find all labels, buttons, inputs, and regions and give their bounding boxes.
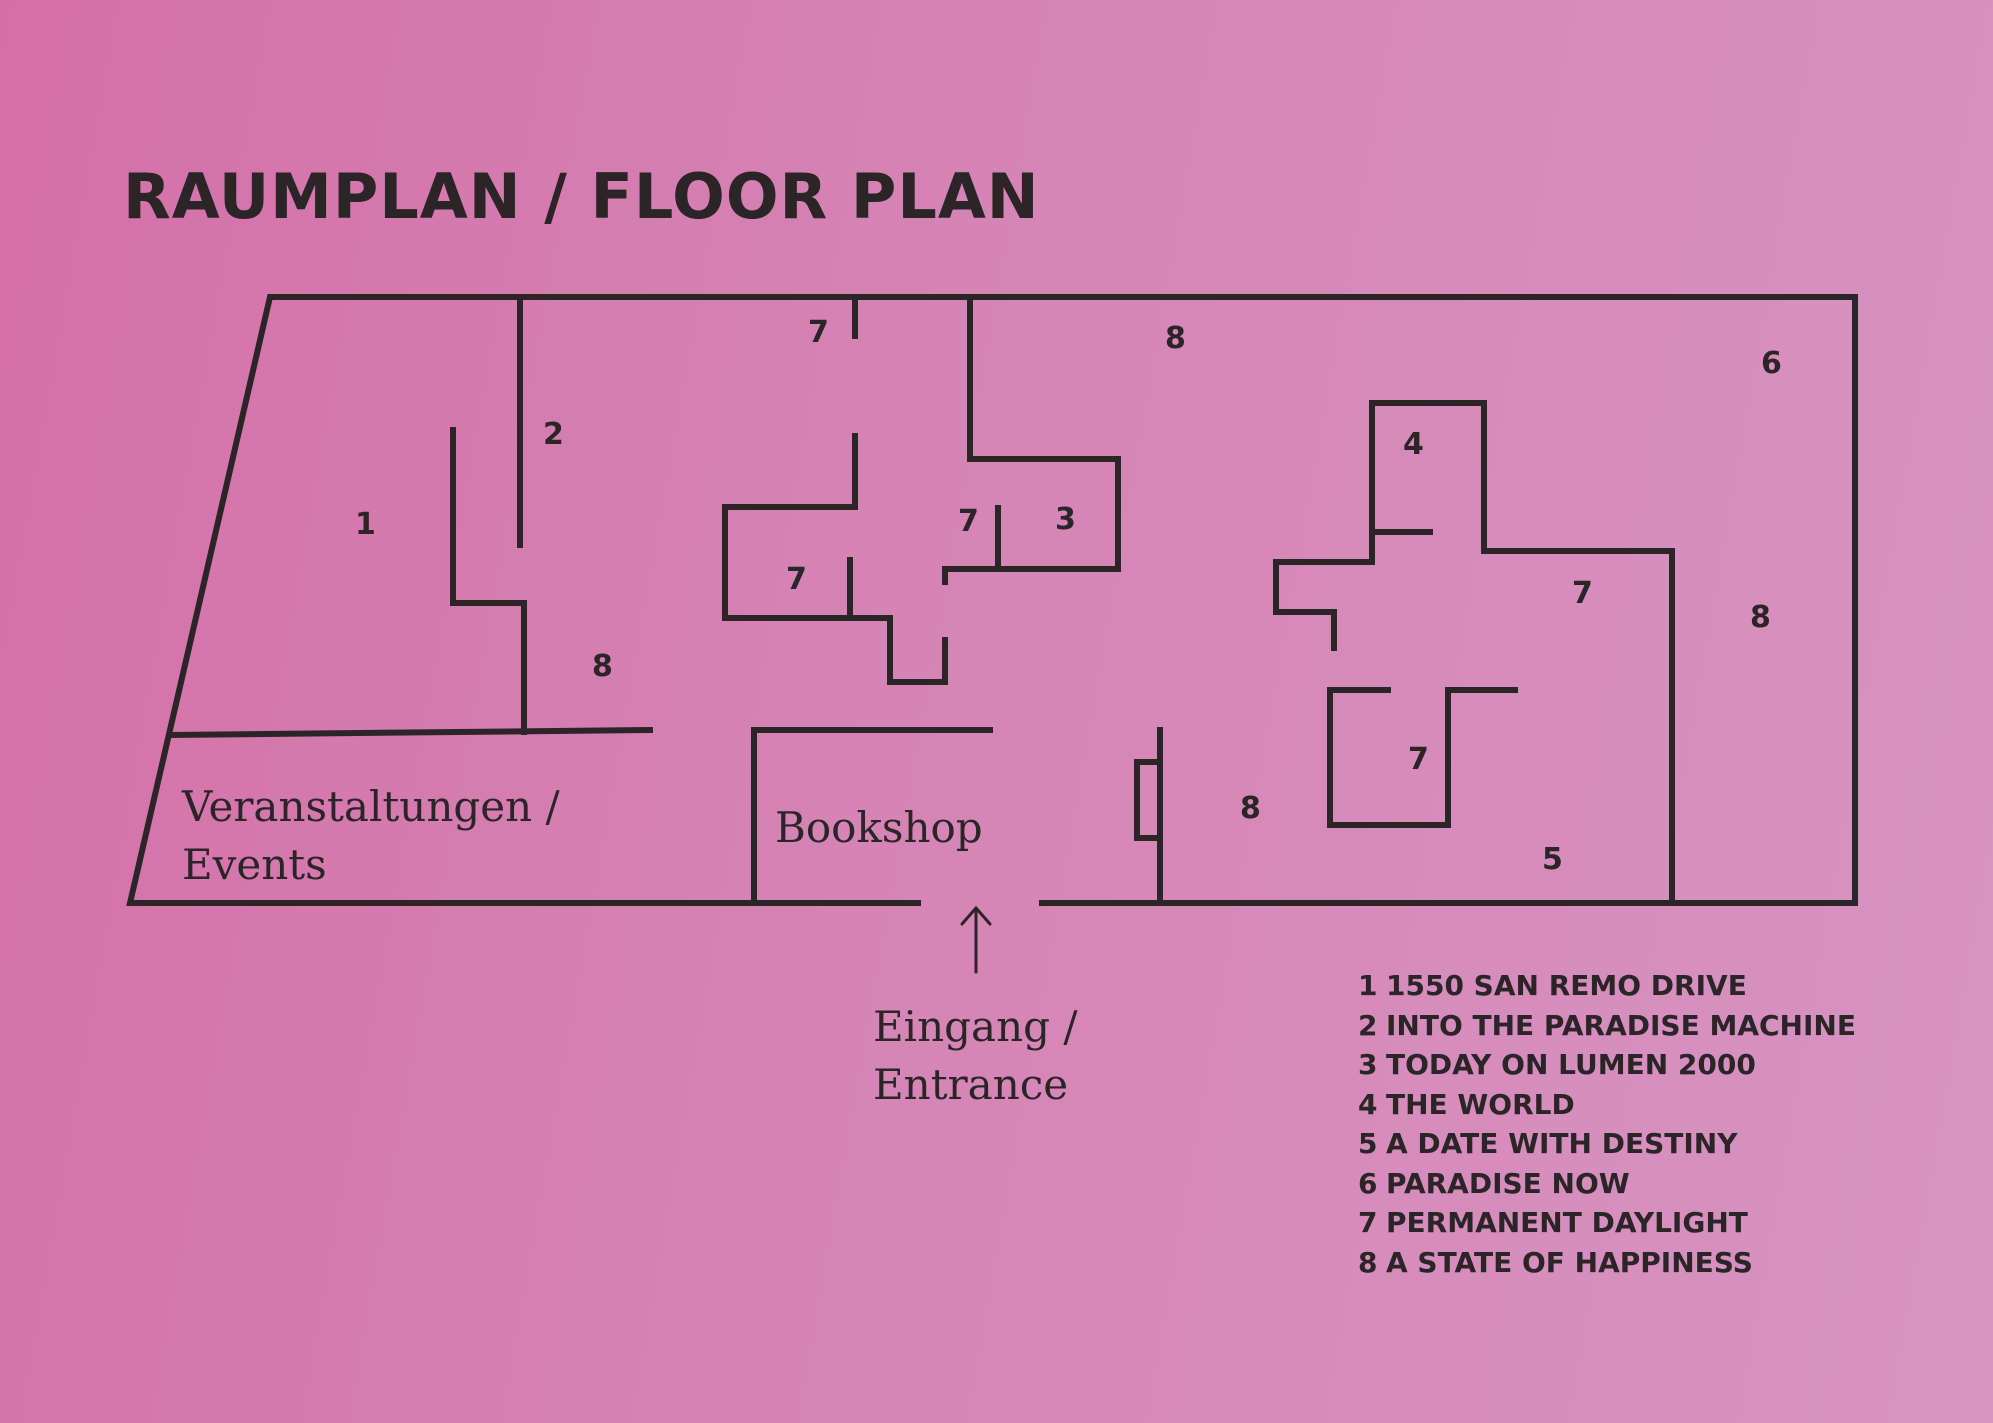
room-number: 4 [1403,427,1424,462]
legend-label: PERMANENT DAYLIGHT [1386,1206,1748,1239]
events-label-line1: Veranstaltungen / [182,782,560,831]
arrow-up-icon-head [960,906,992,926]
entrance-label: Eingang / Entrance [873,998,1078,1114]
entrance-label-line1: Eingang / [873,1002,1078,1051]
arrow-up-icon [960,906,992,974]
cross-wall-west [722,433,948,685]
room-number: 7 [1572,576,1593,611]
room-number: 7 [1408,742,1429,777]
cross-right-outline [1273,400,1675,906]
events-label-line2: Events [182,840,327,889]
room-number: 7 [958,504,979,539]
legend-number: 6 [1358,1166,1378,1200]
room-number: 8 [1750,600,1771,635]
partition-box [1134,759,1163,841]
legend-label: THE WORLD [1386,1087,1575,1121]
cross-right-lower [1327,687,1518,828]
room-number: 2 [543,417,564,452]
legend-label: 1550 SAN REMO DRIVE [1386,969,1747,1002]
room-number: 5 [1542,842,1563,877]
legend-label: A STATE OF HAPPINESS [1386,1245,1753,1279]
legend-number: 2 [1358,1008,1378,1042]
entrance-label-line2: Entrance [873,1060,1069,1109]
room-number: 8 [1165,321,1186,356]
legend-number: 5 [1358,1127,1378,1160]
legend-label: PARADISE NOW [1386,1166,1630,1200]
room-1-wall [450,427,527,735]
outer-wall [126,294,1858,906]
room-number: 7 [786,562,807,597]
page-title: RAUMPLAN / FLOOR PLAN [123,160,1040,233]
room-number: 1 [355,507,376,542]
events-divider-wall [166,726,654,739]
legend-label: A DATE WITH DESTINY [1386,1127,1738,1160]
room-number: 7 [808,315,829,350]
cross-wall-top [942,294,1121,585]
legend-number: 4 [1358,1087,1378,1121]
legend-number: 7 [1358,1206,1378,1239]
events-area-label: Veranstaltungen / Events [182,778,560,894]
legend-number: 8 [1358,1245,1378,1279]
room-number: 6 [1761,346,1782,381]
bookshop-label: Bookshop [775,803,983,852]
legend-label: INTO THE PARADISE MACHINE [1386,1008,1856,1042]
legend-number: 3 [1358,1048,1378,1081]
legend-label: TODAY ON LUMEN 2000 [1386,1048,1756,1081]
room-number: 8 [592,649,613,684]
legend-number: 1 [1358,969,1378,1002]
room-number: 3 [1055,502,1076,537]
room-number: 8 [1240,791,1261,826]
bookshop-wall [751,727,993,903]
